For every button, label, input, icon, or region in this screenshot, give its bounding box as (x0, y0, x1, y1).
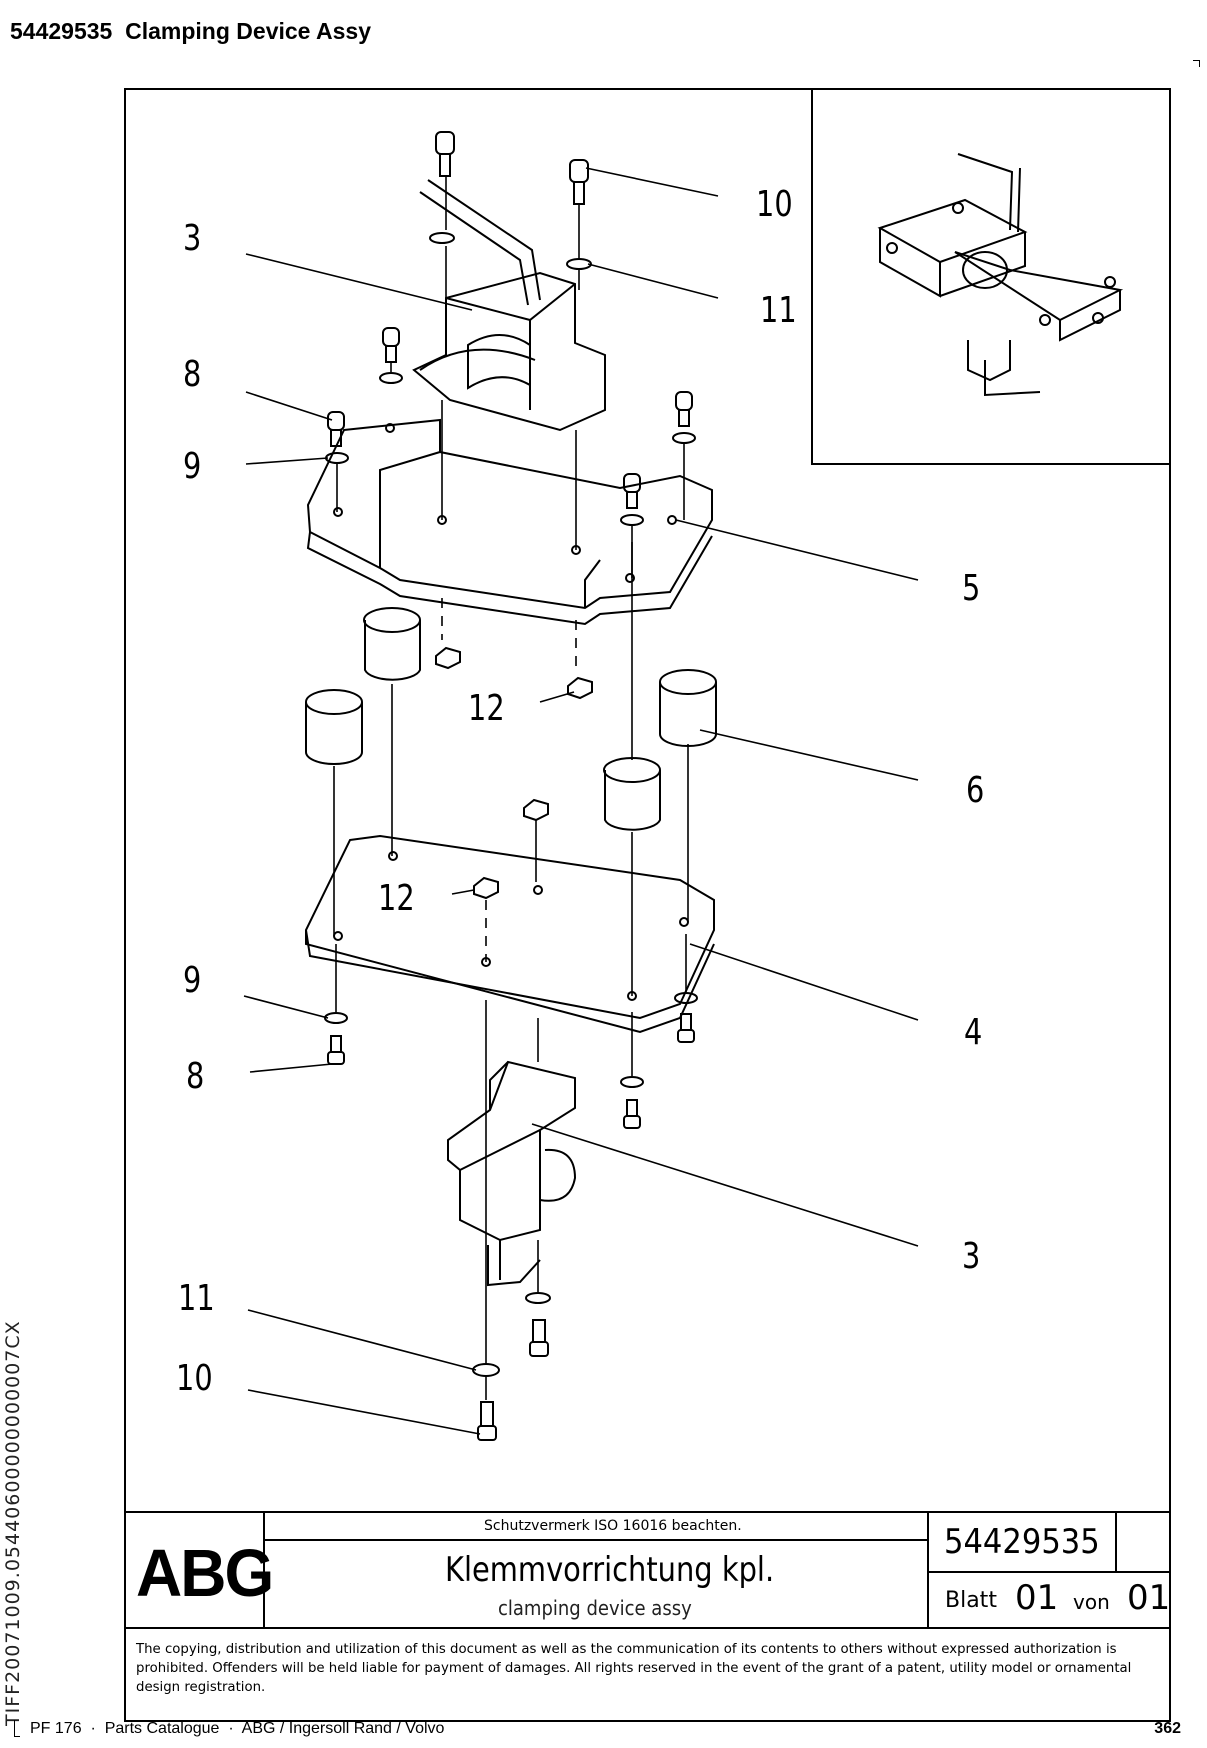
drawing-title-en: clamping device assy (498, 1596, 692, 1620)
footer-info: PF 176 · Parts Catalogue · ABG / Ingerso… (30, 1720, 445, 1737)
callout-12: 12 (378, 878, 415, 919)
callout-4: 4 (964, 1012, 983, 1053)
top-plate (306, 418, 713, 626)
assembly-axis-lines (333, 176, 689, 1400)
inset-frame (811, 88, 1171, 465)
leader-lines (243, 167, 919, 1435)
abg-logo: ABG (136, 1535, 274, 1611)
callout-10: 10 (176, 1358, 213, 1399)
side-document-code: TIFF20071009.05440600000000007CX (2, 1320, 24, 1726)
sheet-label: Blatt (945, 1588, 997, 1613)
page-title: 54429535 Clamping Device Assy (10, 18, 371, 45)
drawing-title-de: Klemmvorrichtung kpl. (445, 1550, 775, 1590)
callout-9: 9 (183, 960, 202, 1001)
rubber-buffers (305, 607, 717, 831)
upper-clamp-bracket (412, 179, 606, 432)
sheet-value: 01 (1015, 1578, 1059, 1618)
fasteners (324, 131, 698, 1441)
callout-3: 3 (183, 218, 202, 259)
callout-5: 5 (962, 568, 981, 609)
callout-9: 9 (183, 446, 202, 487)
callout-8: 8 (183, 354, 202, 395)
of-value: 01 (1127, 1578, 1171, 1618)
callout-11: 11 (178, 1278, 215, 1319)
of-label: von (1073, 1590, 1110, 1614)
callout-3: 3 (962, 1236, 981, 1277)
callout-12: 12 (468, 688, 505, 729)
copyright-notice: The copying, distribution and utilizatio… (136, 1642, 1132, 1695)
callout-11: 11 (760, 290, 797, 331)
title-block-lines (124, 1511, 1171, 1629)
assembly-title: Clamping Device Assy (125, 18, 371, 44)
corner-mark (1193, 60, 1200, 67)
callout-8: 8 (186, 1056, 205, 1097)
assembled-view-illustration (877, 153, 1124, 397)
callout-6: 6 (966, 770, 985, 811)
drawing-frame (124, 88, 1171, 1722)
page-number: 362 (1154, 1720, 1181, 1737)
callout-10: 10 (756, 184, 793, 225)
bottom-plate (304, 834, 715, 1034)
drawing-number: 54429535 (944, 1522, 1100, 1562)
part-number: 54429535 (10, 18, 113, 44)
lower-clamp-bracket (447, 1060, 577, 1287)
footer-tick (14, 1720, 20, 1737)
protection-note: Schutzvermerk ISO 16016 beachten. (484, 1518, 742, 1534)
